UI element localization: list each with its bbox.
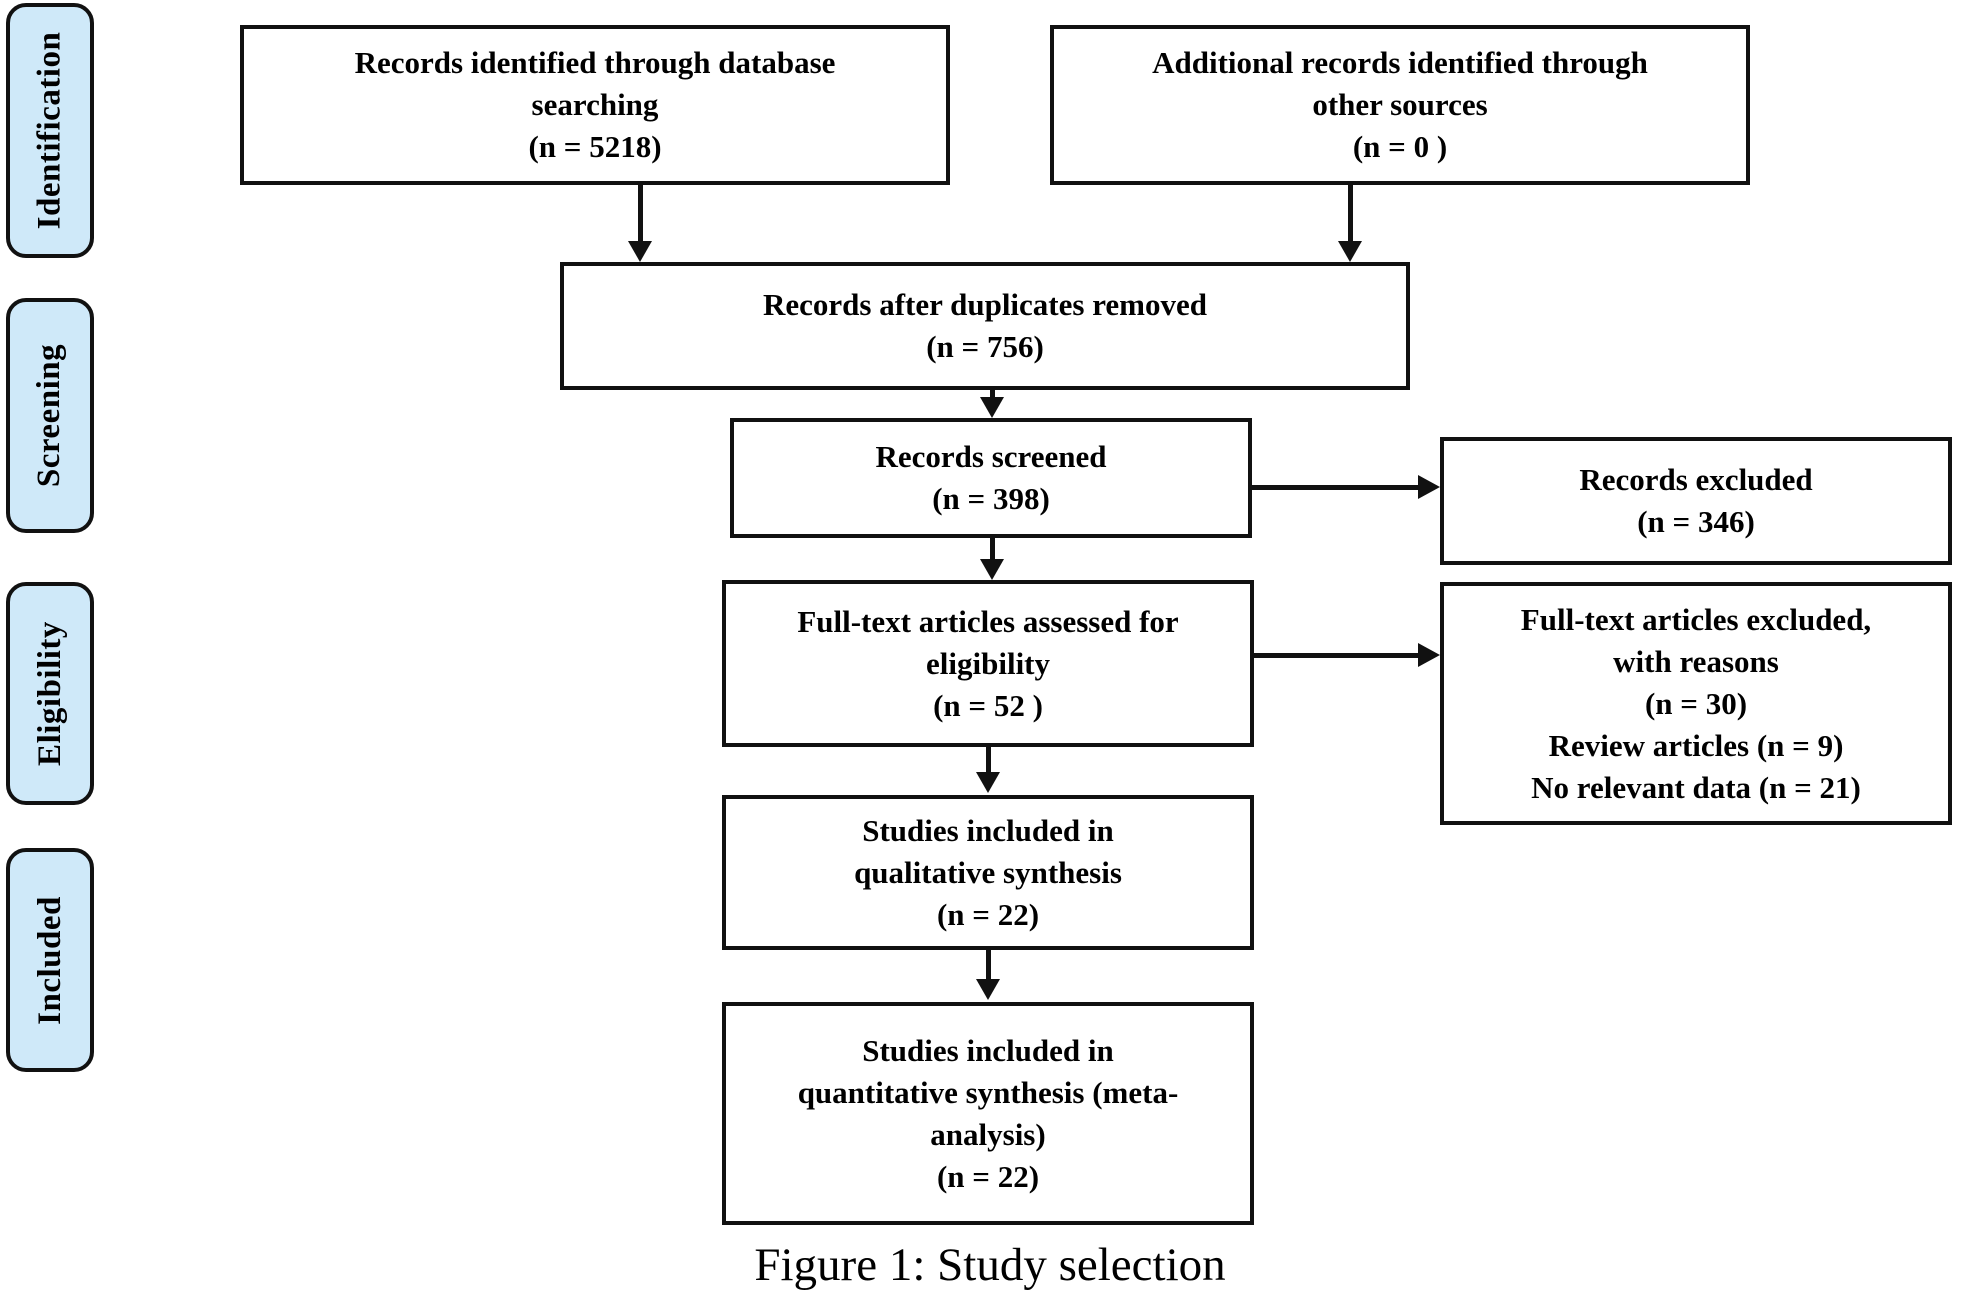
box-line: (n = 398) <box>932 481 1050 516</box>
stage-included-label: Included <box>31 895 68 1025</box>
arrowhead-right-icon <box>1418 475 1440 499</box>
stage-eligibility: Eligibility <box>6 582 94 805</box>
box-line: (n = 5218) <box>528 129 662 164</box>
stage-screening: Screening <box>6 298 94 533</box>
box-line: (n = 22) <box>936 1158 1040 1194</box>
box-line: Records after duplicates removed <box>763 287 1207 322</box>
box-records-excluded: Records excluded (n = 346) <box>1440 437 1952 565</box>
stage-identification-label: Identification <box>31 31 68 230</box>
arrowhead-down-icon <box>980 559 1004 580</box>
arrow-duplicates-to-screened <box>990 390 995 400</box>
arrowhead-down-icon <box>976 772 1000 793</box>
box-fulltext-assessed: Full-text articles assessed for eligibil… <box>722 580 1254 747</box>
box-line: Records excluded <box>1579 462 1813 497</box>
box-line: Records screened <box>875 439 1107 474</box>
arrow-identified-to-duplicates <box>638 185 643 243</box>
box-fulltext-excluded: Full-text articles excluded, with reason… <box>1440 582 1952 825</box>
stage-identification: Identification <box>6 3 94 258</box>
arrow-screened-to-excluded <box>1252 485 1422 490</box>
arrowhead-down-icon <box>976 979 1000 1000</box>
arrow-screened-to-fulltext <box>990 538 995 562</box>
arrow-additional-to-duplicates <box>1348 185 1353 243</box>
box-records-identified: Records identified through database sear… <box>240 25 950 185</box>
box-line: with reasons <box>1613 643 1779 679</box>
box-line: (n = 0 ) <box>1352 129 1448 164</box>
arrowhead-down-icon <box>980 397 1004 418</box>
arrow-qualitative-to-quantitative <box>986 950 991 982</box>
box-line: searching <box>531 87 659 122</box>
box-line: (n = 52 ) <box>933 687 1043 723</box>
box-line: Studies included in <box>862 812 1114 848</box>
box-quantitative-synthesis: Studies included in quantitative synthes… <box>722 1002 1254 1225</box>
box-line: Records identified through database <box>354 45 836 80</box>
box-line: (n = 30) <box>1644 685 1748 721</box>
box-line: other sources <box>1312 87 1488 122</box>
box-qualitative-synthesis: Studies included in qualitative synthesi… <box>722 795 1254 950</box>
box-records-screened: Records screened (n = 398) <box>730 418 1252 538</box>
box-line: (n = 756) <box>926 329 1044 364</box>
box-line: Additional records identified through <box>1152 45 1648 80</box>
arrow-fulltext-to-qualitative <box>986 747 991 775</box>
box-line: Review articles (n = 9) <box>1548 727 1844 763</box>
arrowhead-down-icon <box>1338 241 1362 262</box>
box-line: No relevant data (n = 21) <box>1531 769 1861 805</box>
stage-screening-label: Screening <box>31 343 68 488</box>
figure-caption: Figure 1: Study selection <box>754 1239 1226 1291</box>
box-line: analysis) <box>930 1116 1046 1152</box>
stage-eligibility-label: Eligibility <box>31 621 68 766</box>
arrow-fulltext-to-excluded <box>1254 653 1422 658</box>
arrowhead-down-icon <box>628 241 652 262</box>
arrowhead-right-icon <box>1418 643 1440 667</box>
box-additional-records: Additional records identified through ot… <box>1050 25 1750 185</box>
box-line: (n = 346) <box>1637 504 1755 539</box>
box-line: eligibility <box>926 645 1050 681</box>
box-line: Full-text articles excluded, <box>1520 601 1872 637</box>
box-duplicates-removed: Records after duplicates removed (n = 75… <box>560 262 1410 390</box>
stage-included: Included <box>6 848 94 1072</box>
box-line: Studies included in <box>862 1032 1114 1068</box>
box-line: qualitative synthesis <box>854 854 1122 890</box>
box-line: Full-text articles assessed for <box>797 603 1179 639</box>
box-line: (n = 22) <box>936 896 1040 932</box>
box-line: quantitative synthesis (meta- <box>797 1074 1179 1110</box>
